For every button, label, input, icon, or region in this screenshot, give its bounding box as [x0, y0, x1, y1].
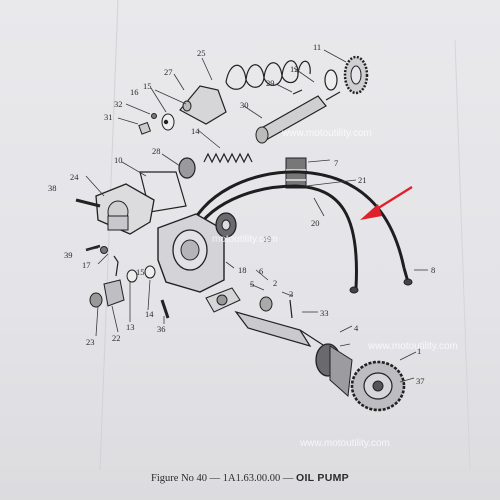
figure-caption: Figure No 40 — 1A1.63.00.00 — OIL PUMP — [0, 472, 500, 484]
caption-separator: — — [209, 473, 221, 484]
callout-29: 27 — [164, 67, 173, 77]
callout-6: 6 — [259, 266, 263, 276]
bearing-21-bore — [221, 219, 231, 231]
washer-part — [324, 69, 338, 91]
spring-part-16 — [203, 152, 253, 164]
spring-part — [225, 60, 311, 90]
callout-34: 31 — [104, 112, 113, 122]
callout-2: 2 — [273, 278, 277, 288]
callout-19: 17 — [82, 260, 91, 270]
callout-25: 23 — [86, 337, 95, 347]
worm-gear-part — [315, 343, 406, 412]
drive-shaft-part — [234, 296, 341, 357]
callout-39: 39 — [64, 250, 73, 260]
callout-10: 10 — [114, 155, 123, 165]
red-pointer-arrow-icon — [360, 185, 413, 220]
gear-part — [343, 55, 369, 95]
watermark-text: www.motoutility.com — [367, 341, 458, 352]
part-code: 1A1.63.00.00 — [222, 473, 281, 484]
callout-28: 25 — [197, 48, 206, 58]
callout-7: 7 — [334, 158, 338, 168]
callout-4: 4 — [354, 323, 359, 333]
screw-19 — [100, 246, 108, 254]
bearing-part — [178, 157, 196, 179]
callout-33: 33 — [320, 308, 329, 318]
watermark-text: motoutility.com — [212, 234, 278, 245]
callout-24: 22 — [112, 333, 121, 343]
watermark-text: www.motoutility.com — [281, 128, 372, 139]
plunger-part — [255, 91, 341, 144]
callout-13: 13 — [126, 322, 135, 332]
watermark-text: www.motoutility.com — [299, 438, 390, 449]
pin-part — [292, 89, 303, 95]
callout-21: 19 — [263, 234, 272, 244]
key-part — [289, 299, 293, 319]
callout-31: 29 — [266, 78, 275, 88]
paper-fold — [99, 0, 119, 471]
callout-15: 15 — [136, 267, 145, 277]
callout-12: 12 — [290, 64, 299, 74]
bolt-38 — [160, 299, 170, 319]
callout-1: 1 — [417, 346, 421, 356]
callout-36: 37 — [416, 376, 425, 386]
callout-14: 14 — [145, 309, 154, 319]
callout-37: 38 — [48, 183, 57, 193]
leader-lines — [85, 49, 428, 383]
callout-35: 32 — [114, 99, 123, 109]
callout-3: 3 — [289, 289, 293, 299]
callout-23: 21 — [358, 175, 367, 185]
callout-27: 24 — [70, 172, 79, 182]
callout-17: 15 — [143, 81, 152, 91]
banjo-union-parts — [89, 255, 156, 308]
callout-30: 28 — [152, 146, 161, 156]
end-cover-part — [95, 183, 155, 235]
figure-number: Figure No 40 — [151, 473, 208, 484]
bolt-part — [75, 198, 101, 208]
callout-11: 11 — [313, 42, 321, 52]
callout-38: 36 — [157, 324, 166, 334]
callout-22: 20 — [311, 218, 320, 228]
paper-fold — [454, 39, 471, 471]
callout-5: 5 — [250, 279, 254, 289]
callout-18: 16 — [130, 87, 139, 97]
callout-16: 14 — [191, 126, 200, 136]
flange-part — [205, 287, 241, 313]
oil-pipes — [186, 170, 413, 294]
pump-body-part — [157, 213, 225, 293]
callout-20: 18 — [238, 265, 247, 275]
callout-labels: 25 27 15 16 32 31 14 28 10 24 38 11 12 2… — [48, 42, 435, 386]
figure-title: OIL PUMP — [296, 472, 349, 484]
callout-32: 30 — [240, 100, 249, 110]
watermarks: www.motoutility.com motoutility.com www.… — [212, 128, 458, 449]
cover-part — [179, 85, 227, 125]
caption-separator: — — [282, 473, 294, 484]
callout-8: 8 — [431, 265, 435, 275]
small-fasteners — [138, 100, 192, 135]
